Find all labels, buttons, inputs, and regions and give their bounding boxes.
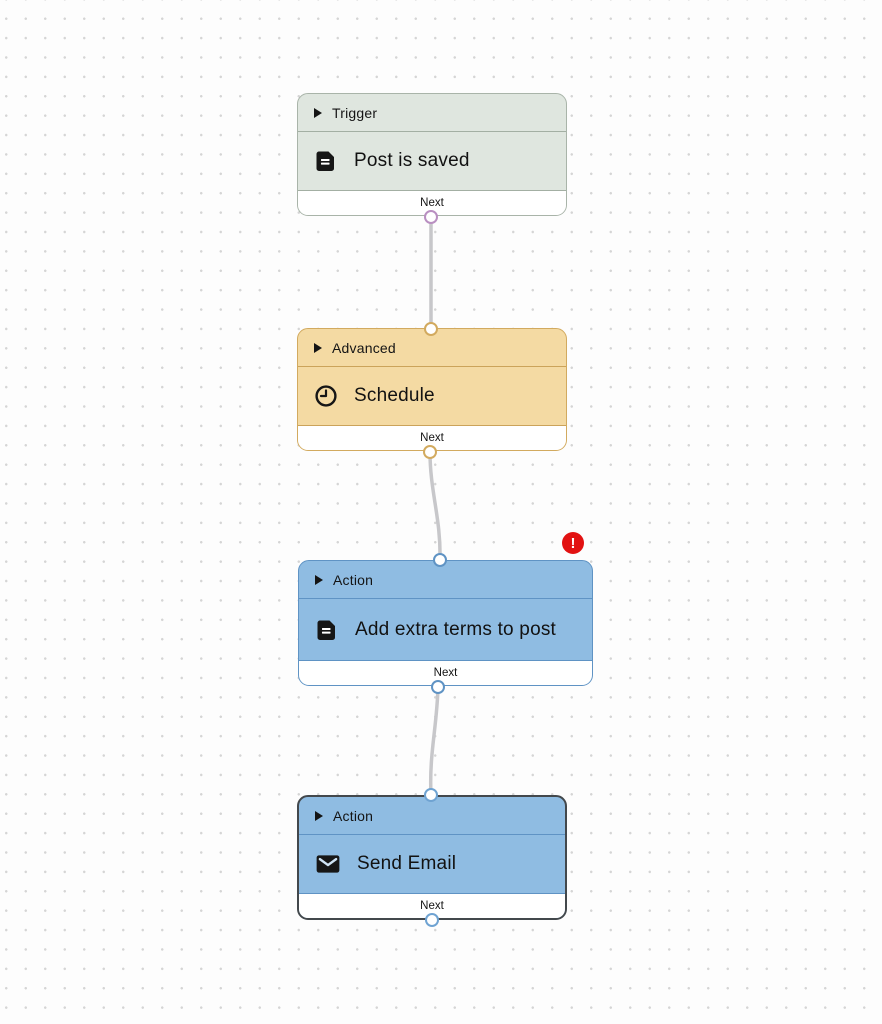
connection-wire[interactable] bbox=[428, 685, 440, 797]
node-body: Schedule bbox=[298, 367, 566, 425]
next-label: Next bbox=[420, 432, 444, 444]
collapse-arrow-icon[interactable] bbox=[314, 107, 322, 118]
output-port[interactable] bbox=[424, 912, 439, 927]
output-port[interactable] bbox=[423, 209, 438, 224]
next-label: Next bbox=[420, 900, 444, 912]
input-port[interactable] bbox=[423, 321, 438, 336]
input-port[interactable] bbox=[432, 552, 447, 567]
connection-wire[interactable] bbox=[428, 450, 442, 562]
collapse-arrow-icon[interactable] bbox=[314, 342, 322, 353]
node-category-label: Action bbox=[333, 807, 374, 824]
node-header[interactable]: Trigger bbox=[298, 94, 566, 132]
node-header[interactable]: Action bbox=[299, 561, 592, 599]
node-category-label: Advanced bbox=[332, 339, 396, 356]
node-category-label: Trigger bbox=[332, 104, 378, 121]
node-header[interactable]: Action bbox=[299, 797, 565, 835]
node-header[interactable]: Advanced bbox=[298, 329, 566, 367]
node-footer: Next bbox=[299, 660, 592, 685]
node-footer: Next bbox=[298, 190, 566, 215]
error-badge[interactable]: ! bbox=[562, 532, 584, 554]
output-port[interactable] bbox=[422, 444, 437, 459]
node-advanced-schedule[interactable]: Advanced Schedule Next bbox=[297, 328, 567, 451]
node-action-send-email[interactable]: Action Send Email Next bbox=[297, 795, 567, 920]
clock-icon bbox=[314, 384, 338, 408]
node-body: Add extra terms to post bbox=[299, 599, 592, 660]
next-label: Next bbox=[420, 197, 444, 209]
document-icon bbox=[315, 618, 339, 642]
node-title: Send Email bbox=[357, 853, 457, 874]
node-title: Add extra terms to post bbox=[355, 618, 557, 640]
next-label: Next bbox=[433, 667, 458, 679]
node-trigger-post-is-saved[interactable]: Trigger Post is saved Next bbox=[297, 93, 567, 216]
collapse-arrow-icon[interactable] bbox=[315, 810, 323, 821]
input-port[interactable] bbox=[423, 787, 438, 802]
output-port[interactable] bbox=[430, 679, 445, 694]
node-title: Schedule bbox=[354, 385, 435, 406]
node-body: Post is saved bbox=[298, 132, 566, 190]
node-body: Send Email bbox=[299, 835, 565, 893]
email-icon bbox=[315, 851, 341, 877]
node-action-add-extra-terms[interactable]: Action Add extra terms to post Next bbox=[298, 560, 593, 686]
document-icon bbox=[314, 149, 338, 173]
collapse-arrow-icon[interactable] bbox=[315, 574, 323, 585]
node-title: Post is saved bbox=[354, 150, 470, 171]
node-category-label: Action bbox=[333, 571, 374, 588]
